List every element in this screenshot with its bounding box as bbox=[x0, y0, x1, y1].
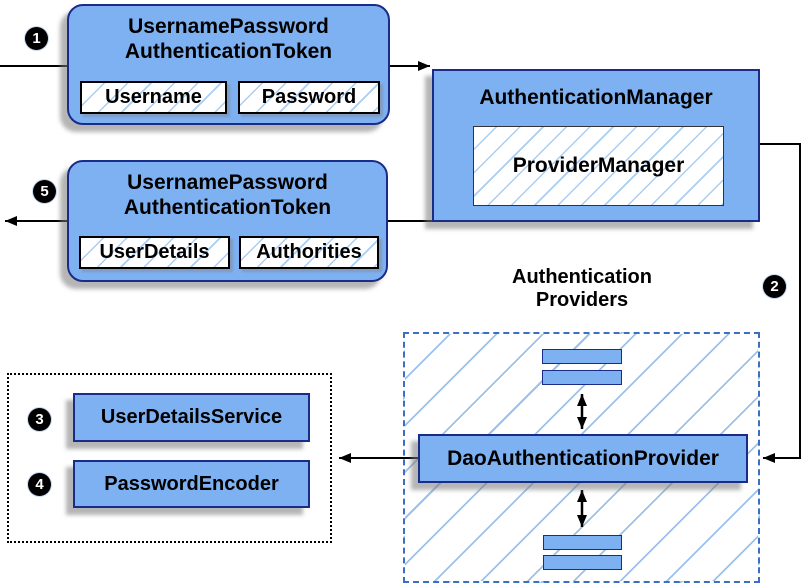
result-token-node: UsernamePassword AuthenticationToken Use… bbox=[67, 160, 388, 282]
step-badge-2: 2 bbox=[763, 275, 786, 298]
request-token-title: UsernamePassword AuthenticationToken bbox=[69, 14, 388, 64]
provider-manager-box: ProviderManager bbox=[473, 126, 724, 206]
password-encoder-node: PasswordEncoder bbox=[73, 460, 310, 508]
provider-stack-bar bbox=[542, 349, 622, 364]
arrow-step2 bbox=[760, 143, 801, 463]
authentication-manager-title: AuthenticationManager bbox=[479, 86, 713, 109]
collaborators-container bbox=[7, 373, 332, 543]
authentication-providers-label: Authentication Providers bbox=[462, 266, 702, 312]
provider-stack-bar bbox=[542, 370, 622, 385]
userdetails-field: UserDetails bbox=[79, 236, 230, 269]
authorities-field: Authorities bbox=[239, 236, 379, 269]
result-token-title-line1: UsernamePassword bbox=[127, 171, 328, 194]
password-field: Password bbox=[238, 81, 380, 114]
request-token-title-line1: UsernamePassword bbox=[128, 15, 329, 38]
provider-stack-bar bbox=[543, 555, 622, 570]
step-badge-3: 3 bbox=[28, 408, 51, 431]
step-badge-5: 5 bbox=[33, 180, 56, 203]
username-field: Username bbox=[80, 81, 227, 114]
step-badge-1: 1 bbox=[25, 27, 48, 50]
authentication-manager-node: AuthenticationManager ProviderManager bbox=[432, 69, 760, 222]
authentication-providers-label-line2: Providers bbox=[535, 289, 629, 311]
user-details-service-node: UserDetailsService bbox=[73, 393, 310, 442]
provider-stack-bar bbox=[543, 535, 622, 550]
dao-authentication-provider-node: DaoAuthenticationProvider bbox=[418, 434, 748, 483]
request-token-node: UsernamePassword AuthenticationToken Use… bbox=[67, 4, 390, 125]
authentication-providers-label-line1: Authentication bbox=[512, 266, 652, 288]
request-token-title-line2: AuthenticationToken bbox=[124, 40, 333, 63]
result-token-title: UsernamePassword AuthenticationToken bbox=[69, 170, 386, 220]
result-token-title-line2: AuthenticationToken bbox=[123, 196, 332, 219]
step-badge-4: 4 bbox=[28, 473, 51, 496]
